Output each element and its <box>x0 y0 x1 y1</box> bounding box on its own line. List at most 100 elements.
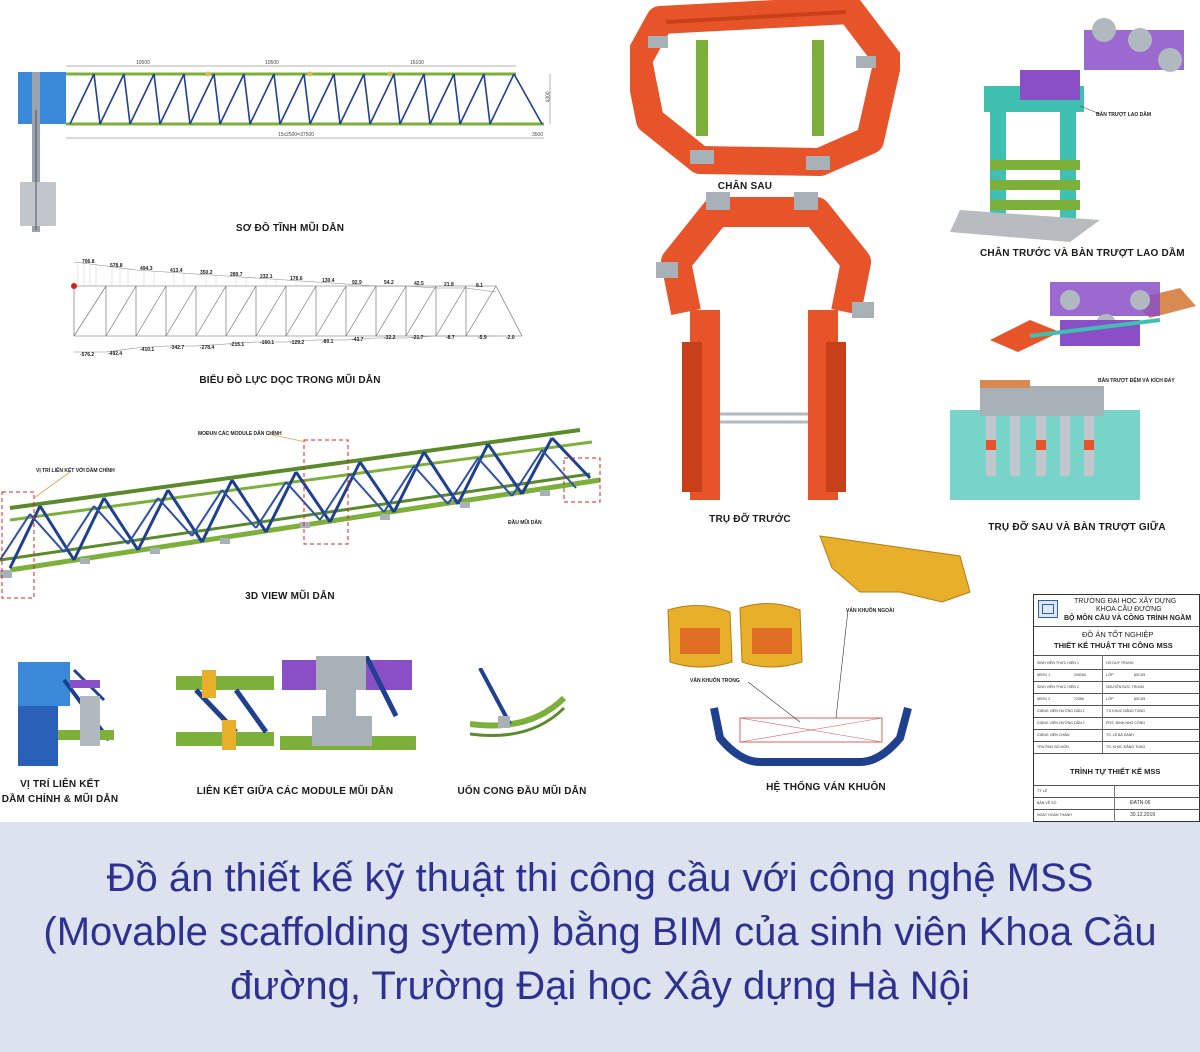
callout-van-khuon-trong: VÁN KHUÔN TRONG <box>690 678 740 684</box>
tb-r5-c0: GIẢNG VIÊN HƯỚNG DẪN 2 <box>1037 721 1085 725</box>
tb-project: THIẾT KẾ THUẬT THI CÔNG MSS <box>1054 641 1173 650</box>
dim-height: 4300 <box>545 91 552 103</box>
detail-nose-curve <box>470 668 567 738</box>
force-bottom-6: -160.1 <box>260 340 275 346</box>
tb-dept: BỘ MÔN CẦU VÀ CÔNG TRÌNH NGẦM <box>1064 615 1192 622</box>
tb-ngay-val: 30.12.2019 <box>1130 812 1156 818</box>
callout-ban-truot-lao-dam: BÀN TRƯỢT LAO DẦM <box>1096 112 1152 118</box>
tb-r4-c1: T.S KHÚC ĐĂNG TÙNG <box>1106 709 1145 713</box>
tb-faculty: KHOA CẦU ĐƯỜNG <box>1096 606 1162 613</box>
force-bottom-5: -215.1 <box>230 342 245 348</box>
force-bottom-9: -43.7 <box>352 337 364 343</box>
tb-ngay: NGÀY HOÀN THÀNH <box>1037 813 1072 817</box>
tb-r1-c3: 60CD5 <box>1134 673 1146 677</box>
label-chan-sau: CHÂN SAU <box>717 181 773 192</box>
tb-r1-c2: LỚP <box>1106 673 1114 677</box>
caption-line-2: (Movable scaffolding sytem) bằng BIM của… <box>43 910 1157 954</box>
rear-leg-frame <box>630 0 900 176</box>
label-3d-view: 3D VIEW MŨI DẪN <box>245 591 335 602</box>
force-top-0: 706.8 <box>82 259 95 265</box>
force-top-13: 8.1 <box>476 283 483 289</box>
tb-r3-c1: 72360 <box>1074 697 1084 701</box>
dim-end: 3500 <box>532 132 544 138</box>
force-top-10: 54.2 <box>384 280 394 286</box>
dim-d2: 10500 <box>265 60 279 66</box>
detail-connection-main-girder <box>18 662 114 766</box>
caption-line-3: đường, Trường Đại học Xây dựng Hà Nội <box>230 964 970 1008</box>
tb-r6-c0: GIẢNG VIÊN CHẤM <box>1037 733 1070 737</box>
force-top-7: 178.6 <box>290 276 303 282</box>
label-vi-tri-1: VỊ TRÍ LIÊN KẾT <box>20 779 100 790</box>
label-lien-ket-module: LIÊN KẾT GIỮA CÁC MODULE MŨI DẪN <box>196 786 394 797</box>
tb-ban-ve-so-val: ĐATN-06 <box>1130 800 1151 806</box>
tb-ban-ve-so: BẢN VẼ SỐ <box>1037 801 1057 805</box>
force-bottom-8: -80.1 <box>322 339 334 345</box>
caption-line-1: Đồ án thiết kế kỹ thuật thi công cầu với… <box>106 856 1094 900</box>
force-top-12: 21.8 <box>444 282 454 288</box>
dim-d1: 10500 <box>136 60 150 66</box>
tb-r2-c1: NGUYỄN ĐỨC TRUNG <box>1106 685 1145 689</box>
tb-ty-le: TỶ LỆ <box>1037 789 1047 793</box>
label-tru-do-sau: TRỤ ĐỠ SAU VÀ BÀN TRƯỢT GIỮA <box>988 522 1166 533</box>
label-so-do-tinh: SƠ ĐỒ TĨNH MŨI DẪN <box>235 223 345 234</box>
force-top-1: 578.8 <box>110 263 123 269</box>
force-bottom-11: -21.7 <box>412 335 424 341</box>
force-top-11: 42.5 <box>414 281 424 287</box>
force-top-9: 92.9 <box>352 280 362 286</box>
front-leg-and-launching-slide <box>950 18 1184 242</box>
force-bottom-4: -278.4 <box>200 345 215 351</box>
label-he-thong: HỆ THỐNG VÁN KHUÔN <box>766 782 886 793</box>
front-support-frame <box>656 192 874 500</box>
tb-do-an: ĐỒ ÁN TỐT NGHIỆP <box>1082 630 1154 639</box>
logo-icon <box>1038 600 1058 618</box>
force-bottom-3: -342.7 <box>170 345 185 351</box>
formwork-system <box>667 535 971 766</box>
force-top-3: 413.4 <box>170 268 183 274</box>
3d-truss-view <box>0 428 601 599</box>
force-top-4: 350.2 <box>200 270 213 276</box>
force-bottom-1: -492.4 <box>108 351 123 357</box>
title-block: TRƯỜNG ĐẠI HỌC XÂY DỰNG KHOA CẦU ĐƯỜNG B… <box>1033 594 1200 822</box>
axial-force-diagram <box>71 261 523 353</box>
label-chan-truoc: CHÂN TRƯỚC VÀ BÀN TRƯỢT LAO DẦM <box>980 248 1185 259</box>
tb-school: TRƯỜNG ĐẠI HỌC XÂY DỰNG <box>1074 598 1177 605</box>
tb-r0-c0: SINH VIÊN THỰC HIỆN 1 <box>1037 661 1079 665</box>
drawing-sheet: 10500 10500 16100 15x2500=37500 4300 350… <box>0 0 1200 822</box>
tb-r5-c1: PGS. ĐINH NHO CÔNG <box>1106 721 1146 725</box>
detail-module-connection <box>176 656 416 750</box>
label-vi-tri-2: DẦM CHÍNH & MŨI DẪN <box>1 794 119 805</box>
force-bottom-0: -576.2 <box>80 352 95 358</box>
force-top-8: 130.4 <box>322 278 335 284</box>
tb-r3-c0: MSSV 2 <box>1037 697 1051 701</box>
callout-van-khuon-ngoai: VÁN KHUÔN NGOÀI <box>846 608 895 614</box>
tb-r0-c1: HỒ DUY TRUNG <box>1106 661 1134 665</box>
tb-drawing-title: TRÌNH TỰ THIẾT KẾ MSS <box>1070 767 1161 776</box>
rear-support-pier <box>950 380 1140 500</box>
force-bottom-2: -410.1 <box>140 347 155 353</box>
tb-r7-c1: TS. KHÚC ĐĂNG TÙNG <box>1106 745 1146 749</box>
tb-r3-c3: 60CD5 <box>1134 697 1146 701</box>
tb-r1-c1: 205260 <box>1074 673 1086 677</box>
static-truss-diagram <box>18 65 551 232</box>
force-top-6: 232.1 <box>260 274 273 280</box>
dim-total: 15x2500=37500 <box>278 132 315 138</box>
label-tru-do-truoc: TRỤ ĐỠ TRƯỚC <box>709 514 791 525</box>
force-bottom-13: -5.9 <box>478 335 487 341</box>
label-uon-cong: UỐN CONG ĐẦU MŨI DẪN <box>457 786 587 797</box>
rear-support-and-middle-slide <box>990 282 1196 352</box>
force-bottom-10: -32.2 <box>384 335 396 341</box>
caption-panel: Đồ án thiết kế kỹ thuật thi công cầu với… <box>0 822 1200 1052</box>
callout-ban-truot-dem: BÀN TRƯỢT ĐỆM VÀ KÍCH ĐẨY <box>1098 378 1175 384</box>
force-top-2: 494.3 <box>140 266 153 272</box>
tb-r6-c1: TS. LÊ BÁ DANH <box>1106 733 1134 737</box>
callout-module: MOĐUN CÁC MODULE DẪN CHÍNH <box>198 431 282 437</box>
tb-r3-c2: LỚP <box>1106 697 1114 701</box>
callout-vi-tri: VỊ TRÍ LIÊN KẾT VỚI DẦM CHÍNH <box>36 468 115 474</box>
tb-r2-c0: SINH VIÊN THỰC HIỆN 2 <box>1037 685 1079 689</box>
force-bottom-12: -8.7 <box>446 335 455 341</box>
force-bottom-14: -2.0 <box>506 335 515 341</box>
label-bieu-do: BIỂU ĐỒ LỰC DỌC TRONG MŨI DẪN <box>199 375 381 386</box>
tb-r7-c0: TRƯỞNG BỘ MÔN <box>1037 745 1069 749</box>
tb-r1-c0: MSSV 1 <box>1037 673 1051 677</box>
callout-dau-mui-dan: ĐẦU MŨI DẪN <box>508 520 542 526</box>
